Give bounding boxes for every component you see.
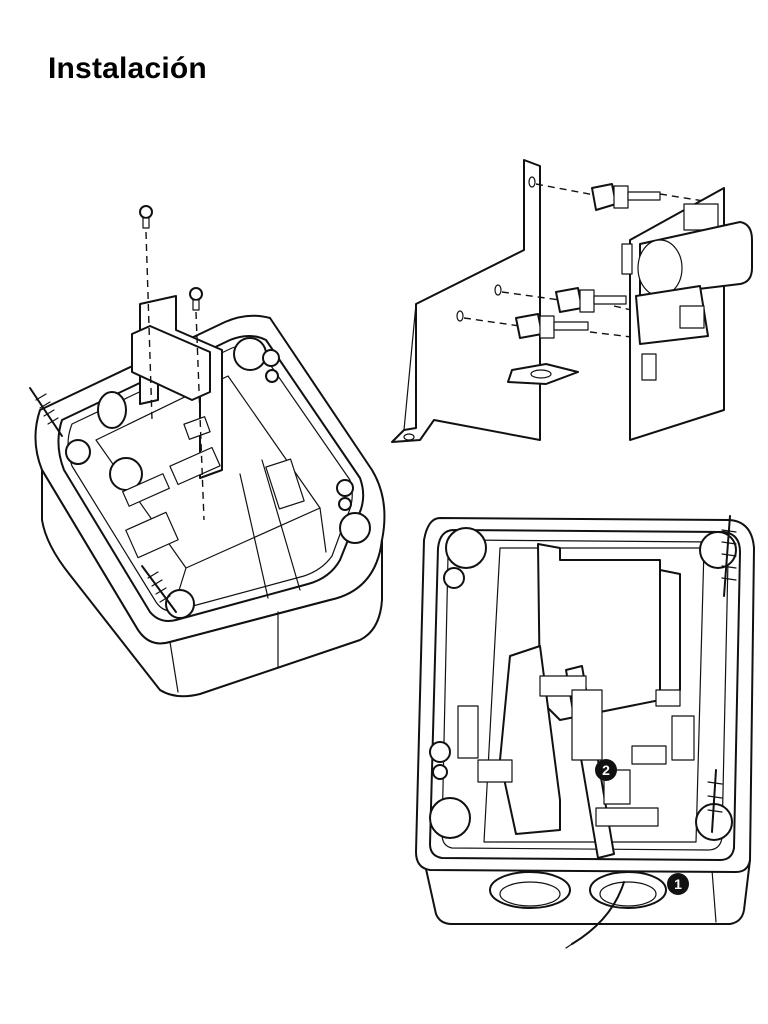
callout-2: 2 (595, 759, 617, 781)
spring-screw-icon (707, 769, 723, 833)
screw-icon (189, 287, 203, 311)
enclosure-box-right (415, 515, 755, 949)
standoff-icon (555, 287, 627, 313)
spring-screw-icon (721, 515, 737, 597)
screw-icon (139, 205, 153, 229)
enclosure-box-left (29, 205, 386, 698)
mounting-plate (391, 159, 753, 443)
spring-screw-icon (141, 565, 177, 613)
page-title: Instalación (48, 52, 207, 85)
standoff-icon (515, 313, 589, 339)
callout-1: 1 (667, 873, 689, 895)
standoff-icon (591, 183, 661, 211)
spring-screw-icon (29, 387, 63, 437)
callout-1-label: 1 (674, 876, 682, 892)
callout-2-label: 2 (602, 762, 610, 778)
